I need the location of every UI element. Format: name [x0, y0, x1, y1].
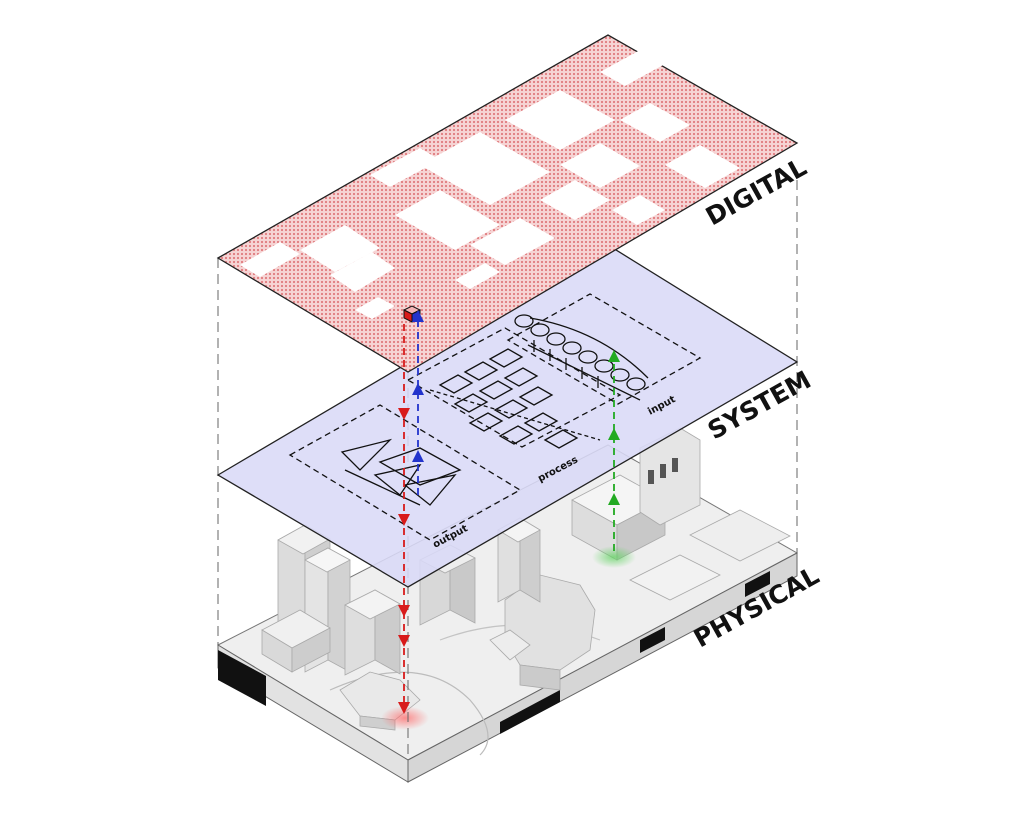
physical-layer [216, 427, 799, 783]
output-boundary [288, 404, 522, 541]
section-cut-mark [640, 627, 665, 653]
blue-arrow-icon [412, 310, 424, 322]
input-stage [506, 293, 702, 405]
building-right-block [571, 427, 701, 561]
blue-arrow-icon [412, 383, 424, 395]
red-arrow-icon [398, 635, 410, 647]
output-stage [288, 404, 522, 541]
building-block-mid [344, 589, 401, 676]
section-cut-mark [218, 650, 266, 706]
process-boundary [406, 327, 622, 448]
green-arrow-icon [608, 493, 620, 505]
red-arrow-icon [398, 408, 410, 420]
red-arrow-icon [398, 702, 410, 714]
green-arrow-icon [608, 350, 620, 362]
building-lowrise-left [261, 609, 331, 673]
sensor-glow-green [592, 546, 636, 568]
digital-footprint-map [240, 50, 740, 319]
system-layer: input process output [216, 244, 799, 588]
flow-uplink-blue-arrowheads [412, 310, 424, 462]
building-tower-center [497, 517, 541, 603]
digital-layer [216, 34, 799, 373]
actuator-glow-red [381, 706, 429, 730]
flow-sensor-green-arrowheads [608, 350, 620, 505]
input-boundary [506, 293, 702, 405]
process-stage [406, 327, 622, 449]
flow-downlink-red-arrowheads [398, 408, 410, 714]
blue-arrow-icon [412, 450, 424, 462]
section-cut-mark [500, 690, 560, 734]
section-cut-mark [745, 571, 770, 597]
green-arrow-icon [608, 428, 620, 440]
building-rounded-mass [489, 574, 596, 691]
building-lowrise-right [629, 509, 791, 601]
red-arrow-icon [398, 605, 410, 617]
red-arrow-icon [398, 514, 410, 526]
